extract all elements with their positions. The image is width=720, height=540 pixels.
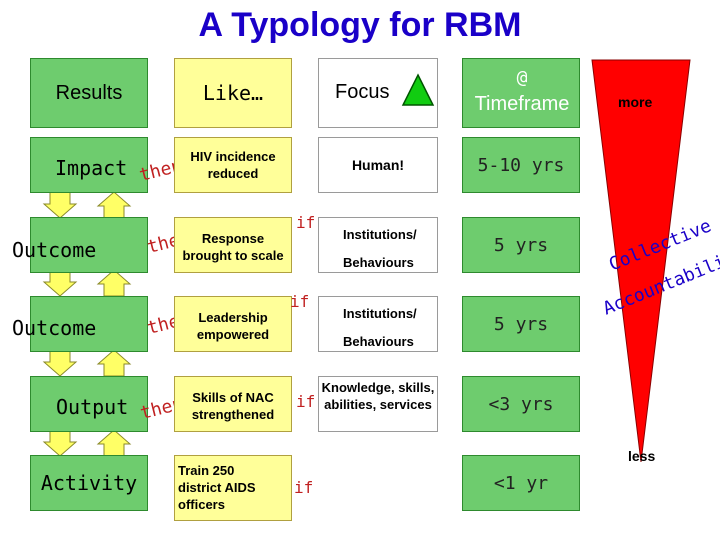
if-label-1: if xyxy=(296,213,316,232)
activity-box: Activity xyxy=(30,455,148,511)
output-label: Output xyxy=(56,395,129,419)
header-focus: Focus xyxy=(318,58,438,128)
down-arrow-3 xyxy=(42,349,78,377)
header-like: Like… xyxy=(174,58,292,128)
red-triangle xyxy=(591,59,691,463)
outcome-label-2: Outcome xyxy=(12,316,97,340)
impact-box: Impact xyxy=(30,137,148,193)
up-arrow-4 xyxy=(96,429,132,457)
outcome-focus-1: Institutions/ Behaviours xyxy=(318,217,438,273)
outcome-example-1: Response brought to scale xyxy=(174,217,292,273)
outcome-focus-2: Institutions/ Behaviours xyxy=(318,296,438,352)
down-arrow-2 xyxy=(42,269,78,297)
down-arrow-1 xyxy=(42,191,78,219)
focus-label: Focus xyxy=(335,81,390,103)
row-connectors xyxy=(42,191,132,457)
activity-timeframe: <1 yr xyxy=(462,455,580,511)
impact-label: Impact xyxy=(55,156,128,180)
if-label-4: if xyxy=(294,478,314,497)
up-arrow-2 xyxy=(96,269,132,297)
outcome-box-2 xyxy=(30,296,148,352)
timeframe-at: @ xyxy=(516,67,528,88)
outcome-timeframe-2: 5 yrs xyxy=(462,296,580,352)
impact-focus: Human! xyxy=(318,137,438,193)
impact-timeframe: 5-10 yrs xyxy=(462,137,580,193)
more-label: more xyxy=(618,94,653,110)
header-results: Results xyxy=(30,58,148,128)
if-label-3: if xyxy=(296,392,316,411)
header-timeframe: @ Timeframe xyxy=(462,58,580,128)
less-label: less xyxy=(628,448,656,464)
down-arrow-4 xyxy=(42,429,78,457)
page-title: A Typology for RBM xyxy=(198,6,522,44)
impact-example: HIV incidence reduced xyxy=(174,137,292,193)
outcome-example-2: Leadership empowered xyxy=(174,296,292,352)
triangle-icon xyxy=(401,73,435,106)
up-arrow-1 xyxy=(96,191,132,219)
output-box xyxy=(30,376,148,432)
outcome-timeframe-1: 5 yrs xyxy=(462,217,580,273)
outcome-box-1 xyxy=(30,217,148,273)
output-example: Skills of NAC strengthened xyxy=(174,376,292,432)
output-timeframe: <3 yrs xyxy=(462,376,580,432)
activity-example: Train 250 district AIDS officers xyxy=(174,455,292,521)
if-label-2: if xyxy=(290,292,310,311)
timeframe-label: Timeframe xyxy=(474,93,570,115)
output-focus: Knowledge, skills, abilities, services xyxy=(318,376,438,432)
up-arrow-3 xyxy=(96,349,132,377)
activity-label: Activity xyxy=(40,471,138,495)
outcome-label-1: Outcome xyxy=(12,238,97,262)
